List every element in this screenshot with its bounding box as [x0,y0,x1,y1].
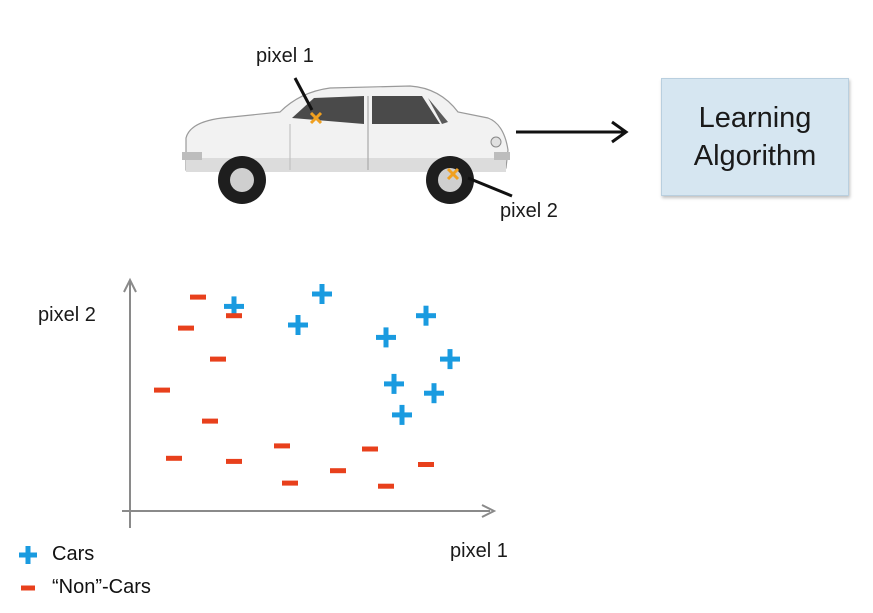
algorithm-line2: Algorithm [693,140,817,172]
to-algorithm-arrow [516,120,629,144]
car-point-7 [392,404,412,425]
non-car-point-9 [282,480,298,486]
pixel1-label: pixel 1 [256,45,314,67]
non-car-point-12 [378,483,394,489]
car-point-2 [312,284,332,304]
car-point-6 [440,349,460,370]
pixel2-marker-icon [446,167,460,181]
legend-item-non-cars: “Non”-Cars [18,576,151,599]
non-car-point-5 [202,418,218,424]
car-point-8 [424,383,444,404]
chart-axes [122,277,497,528]
legend-item-cars: Cars [18,543,94,566]
non-car-point-2 [178,325,194,331]
non-car-point-11 [362,446,378,452]
car-point-0 [224,296,244,317]
non-car-point-13 [418,462,434,467]
non-car-point-0 [190,294,206,300]
non-car-point-8 [274,443,290,449]
non-car-point-1 [226,313,242,319]
non-car-point-10 [330,468,346,474]
non-car-point-3 [210,356,226,362]
plus-icon [19,545,37,564]
pixel2-label: pixel 2 [500,200,558,222]
y-axis-label: pixel 2 [38,304,96,326]
minus-icon [21,585,35,590]
learning-algorithm-box: Learning Algorithm [661,78,849,196]
car-point-5 [384,373,404,394]
non-car-point-6 [166,455,182,461]
pixel1-pointer-arrow [293,77,314,111]
car-icon [182,85,510,204]
pixel1-marker-icon [309,111,323,125]
car-point-4 [416,305,436,326]
non-car-point-7 [226,458,242,464]
legend-label-non-cars: “Non”-Cars [52,576,151,598]
x-axis-label: pixel 1 [450,540,508,562]
non-car-point-4 [154,387,170,393]
chart-marks [154,284,460,489]
legend-label-cars: Cars [52,543,95,565]
car-point-1 [288,315,308,335]
algorithm-line1: Learning [698,102,812,134]
pixel2-pointer-arrow [467,176,513,198]
car-point-3 [376,327,396,348]
